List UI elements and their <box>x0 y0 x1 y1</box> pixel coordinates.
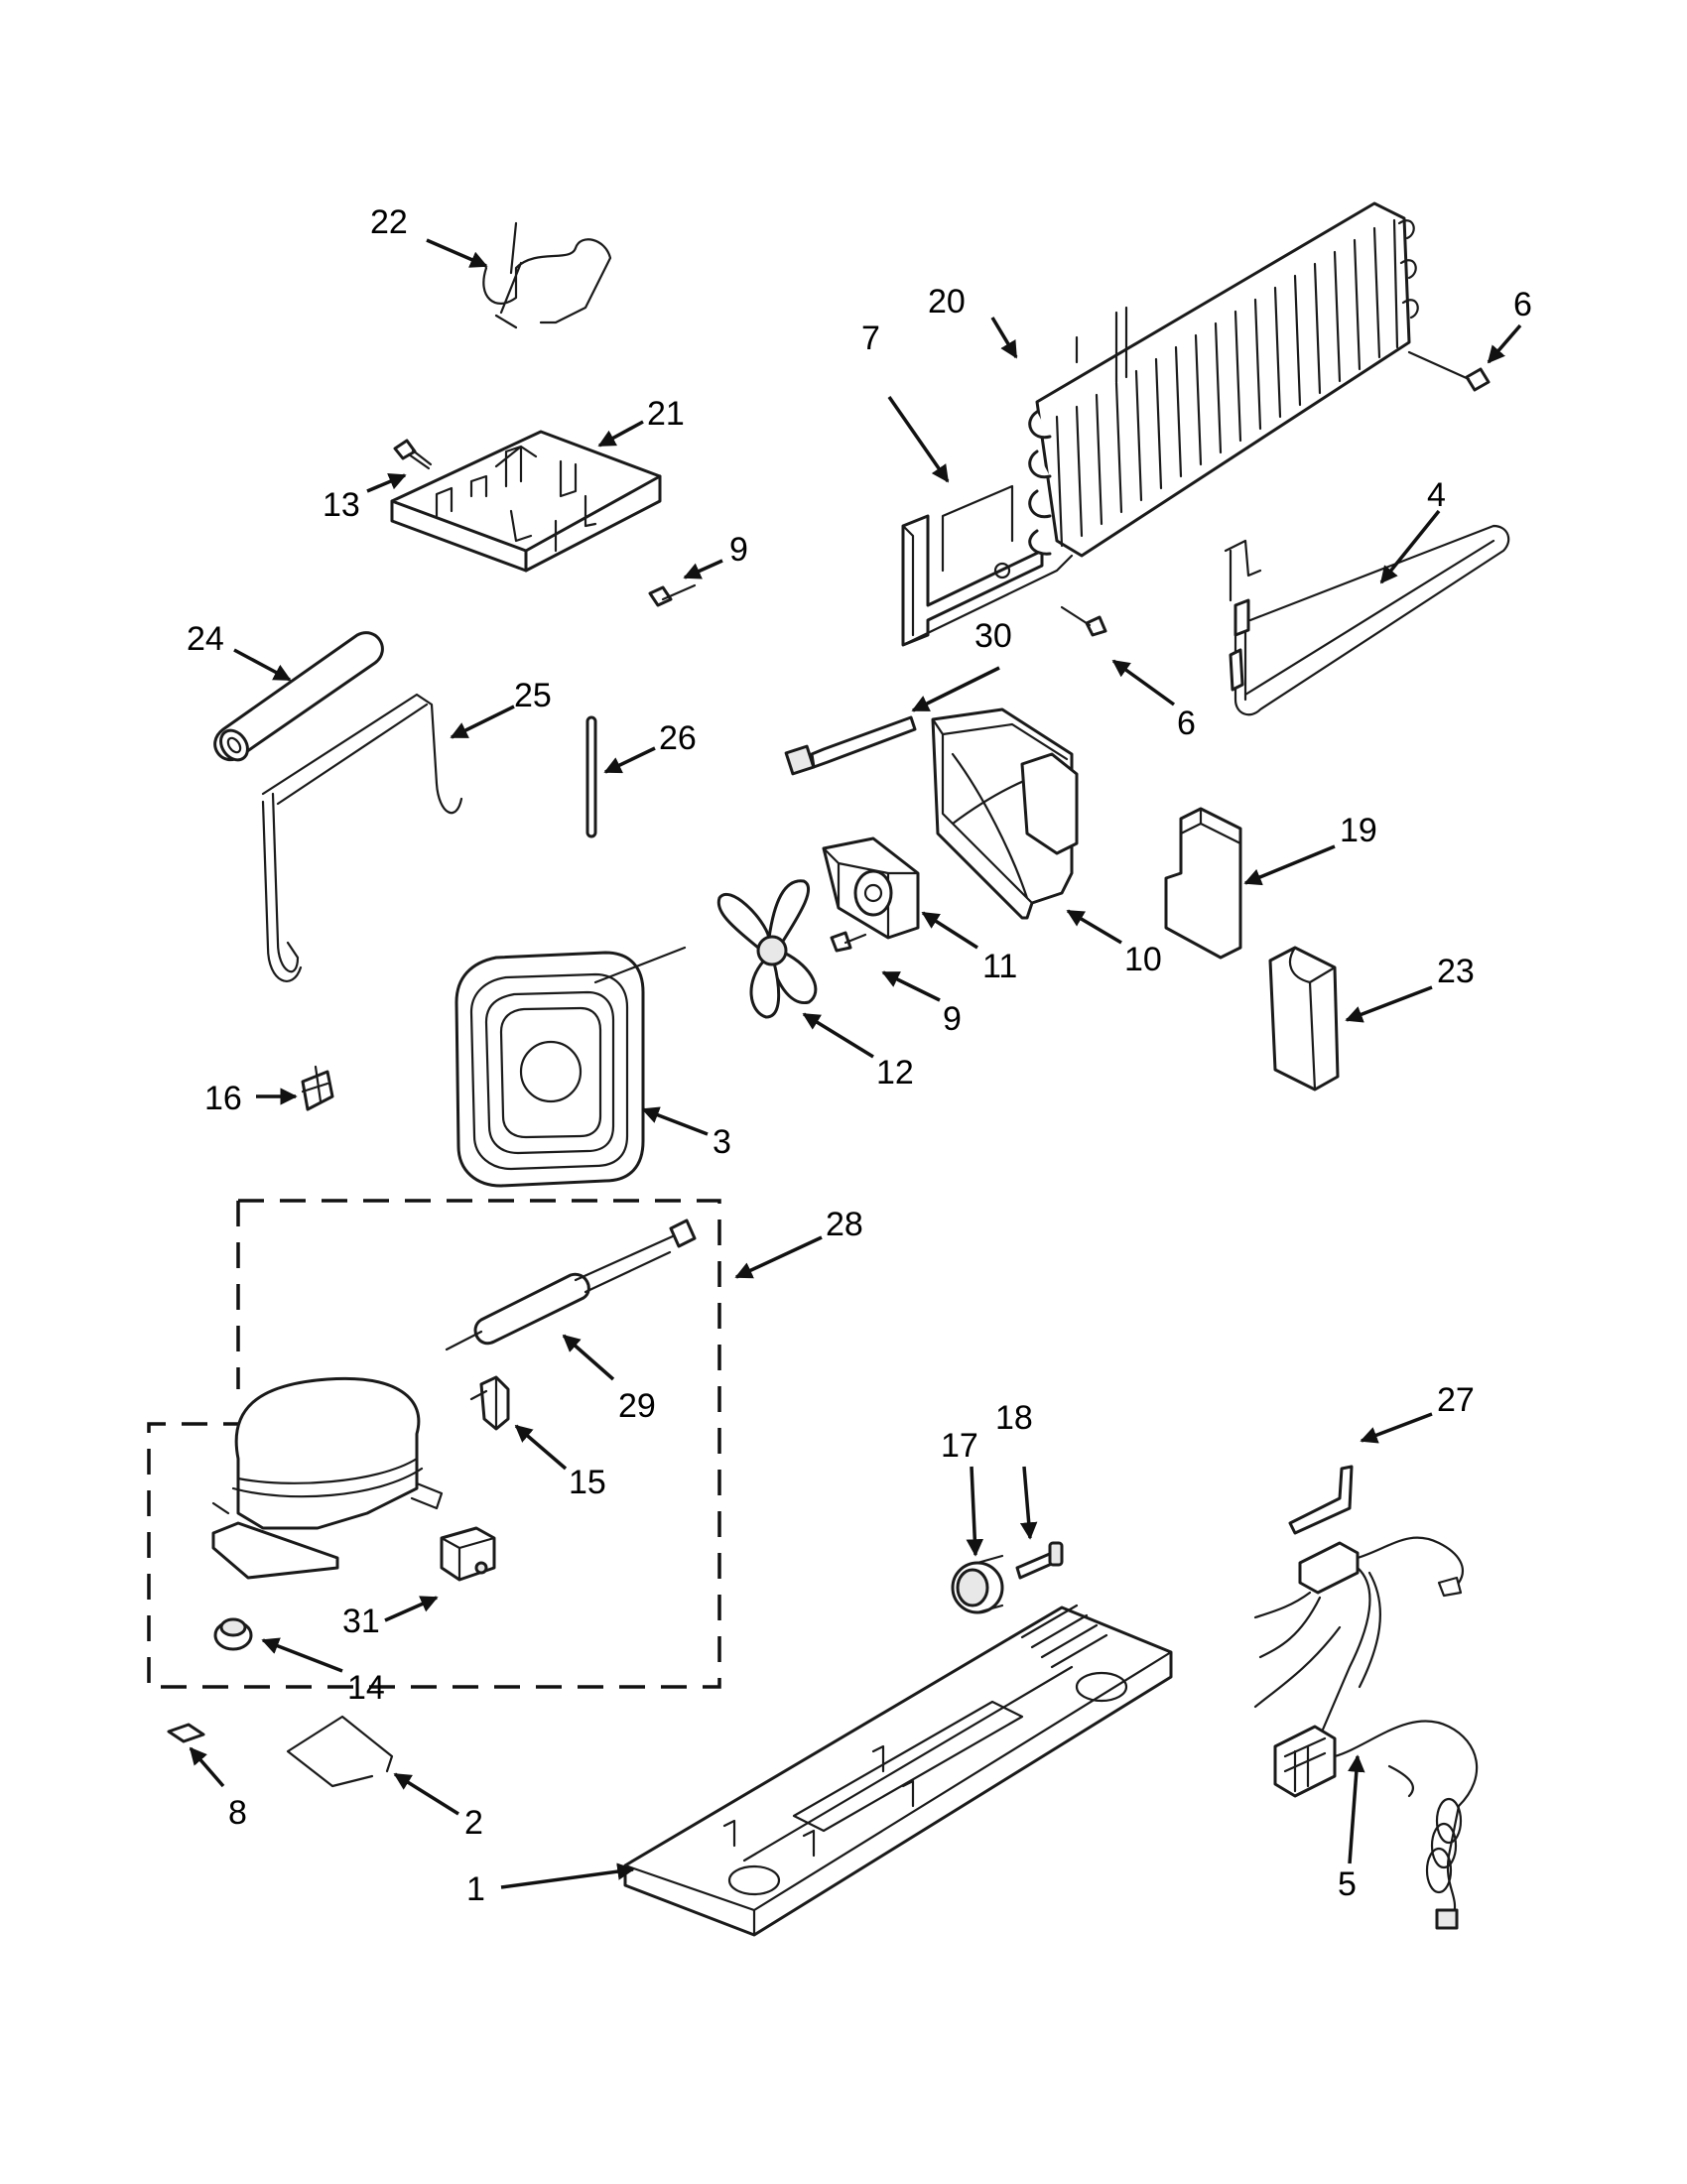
part-8-clip <box>167 1723 205 1743</box>
callout-24: 24 <box>187 620 224 658</box>
part-15-relay <box>469 1375 510 1431</box>
callout-14: 14 <box>347 1669 385 1707</box>
part-16-clip <box>301 1065 334 1111</box>
part-28-compressor-kit-outline <box>147 1199 721 1689</box>
part-14-grommet <box>213 1617 253 1651</box>
callout-11: 11 <box>982 948 1017 985</box>
callout-13: 13 <box>323 486 360 524</box>
callout-1: 1 <box>466 1870 485 1908</box>
part-7-bracket <box>901 484 1074 647</box>
callout-27: 27 <box>1437 1381 1475 1419</box>
callout-6-lower: 6 <box>1177 705 1196 742</box>
callout-15: 15 <box>569 1464 606 1501</box>
part-24-tube <box>213 631 384 762</box>
part-9-screw-a <box>648 583 697 607</box>
callout-8: 8 <box>228 1794 247 1832</box>
part-13-screw <box>393 439 433 470</box>
part-9-screw-b <box>830 931 867 953</box>
part-18-pin <box>1015 1541 1064 1580</box>
part-12-fan-blade <box>716 879 818 1019</box>
callout-labels: 1 2 3 4 5 6 6 7 8 9 9 10 11 12 13 14 15 … <box>187 203 1532 1908</box>
part-10-fan-shroud <box>931 707 1079 920</box>
part-22-tubing <box>482 221 612 329</box>
callout-26: 26 <box>659 719 697 757</box>
callout-2: 2 <box>464 1804 483 1842</box>
callout-22: 22 <box>370 203 408 241</box>
part-23-foam-block <box>1268 946 1340 1092</box>
part-6-screw-b <box>1060 605 1107 637</box>
part-19-foam-block <box>1164 807 1242 960</box>
callout-6-upper: 6 <box>1513 286 1532 323</box>
callout-18: 18 <box>995 1399 1033 1437</box>
part-11-fan-motor <box>822 836 920 940</box>
callout-31: 31 <box>342 1603 380 1640</box>
callout-23: 23 <box>1437 953 1475 990</box>
part-6-screw-a <box>1407 350 1491 392</box>
part-29-drier <box>445 1219 697 1351</box>
callout-30: 30 <box>974 617 1012 655</box>
callout-9-lower: 9 <box>943 1000 962 1038</box>
callout-21: 21 <box>647 395 685 433</box>
part-1-base-plate <box>623 1604 1173 1937</box>
callout-3: 3 <box>713 1123 731 1161</box>
part-2-wire-clip <box>286 1715 394 1788</box>
callout-25: 25 <box>514 677 552 714</box>
leader-lines <box>189 238 1522 1889</box>
callout-17: 17 <box>941 1427 978 1465</box>
part-5-wire-harness <box>1253 1536 1479 1930</box>
part-26-rod <box>585 715 597 838</box>
callout-5: 5 <box>1338 1865 1357 1903</box>
callout-19: 19 <box>1340 812 1377 849</box>
part-30-sensor <box>784 715 917 776</box>
part-21-control-box <box>390 430 662 573</box>
callout-4: 4 <box>1427 476 1446 514</box>
callout-9-upper: 9 <box>729 531 748 569</box>
compressor <box>211 1376 444 1580</box>
callout-16: 16 <box>204 1080 242 1117</box>
part-25-bent-tube <box>261 693 463 982</box>
part-27-tube <box>1288 1465 1354 1535</box>
callout-29: 29 <box>618 1387 656 1425</box>
callout-7: 7 <box>861 320 880 357</box>
callout-28: 28 <box>826 1206 863 1243</box>
part-4-defrost-heater <box>1224 524 1510 716</box>
callout-20: 20 <box>928 283 966 321</box>
callout-10: 10 <box>1124 941 1162 978</box>
part-20-evaporator <box>1028 201 1419 558</box>
part-3-condenser-coil <box>454 946 687 1188</box>
callout-12: 12 <box>876 1054 914 1092</box>
part-17-roller <box>951 1554 1004 1614</box>
part-31-overload <box>440 1526 496 1582</box>
